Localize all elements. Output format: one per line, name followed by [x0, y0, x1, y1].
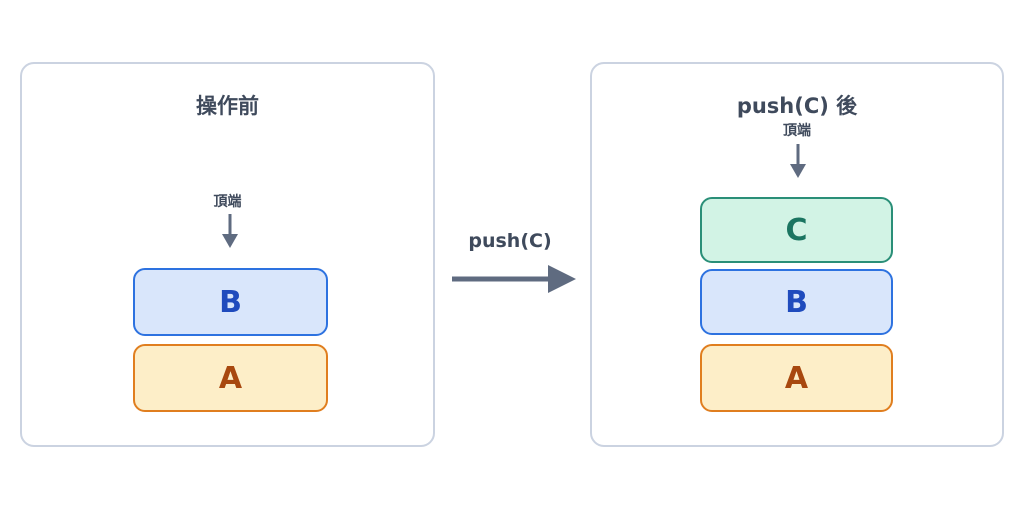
panel-before-title: 操作前 — [196, 94, 259, 118]
stack-block-b: B — [133, 268, 328, 336]
push-arrow-icon — [452, 265, 576, 293]
stack-block-a: A — [700, 344, 893, 412]
panel-after: push(C) 後 頂端 C B A — [590, 62, 1004, 447]
operation-label: push(C) — [468, 230, 552, 252]
panel-after-top-label: 頂端 — [783, 123, 811, 139]
top-pointer-arrow-icon — [222, 214, 238, 248]
panel-before: 操作前 頂端 B A — [20, 62, 435, 447]
panel-after-title: push(C) 後 — [736, 94, 858, 118]
stack-block-a: A — [133, 344, 328, 412]
top-pointer-arrow-icon — [790, 144, 806, 178]
stack-block-b: B — [700, 269, 893, 335]
stack-block-c: C — [700, 197, 893, 263]
panel-before-top-label: 頂端 — [213, 194, 242, 210]
